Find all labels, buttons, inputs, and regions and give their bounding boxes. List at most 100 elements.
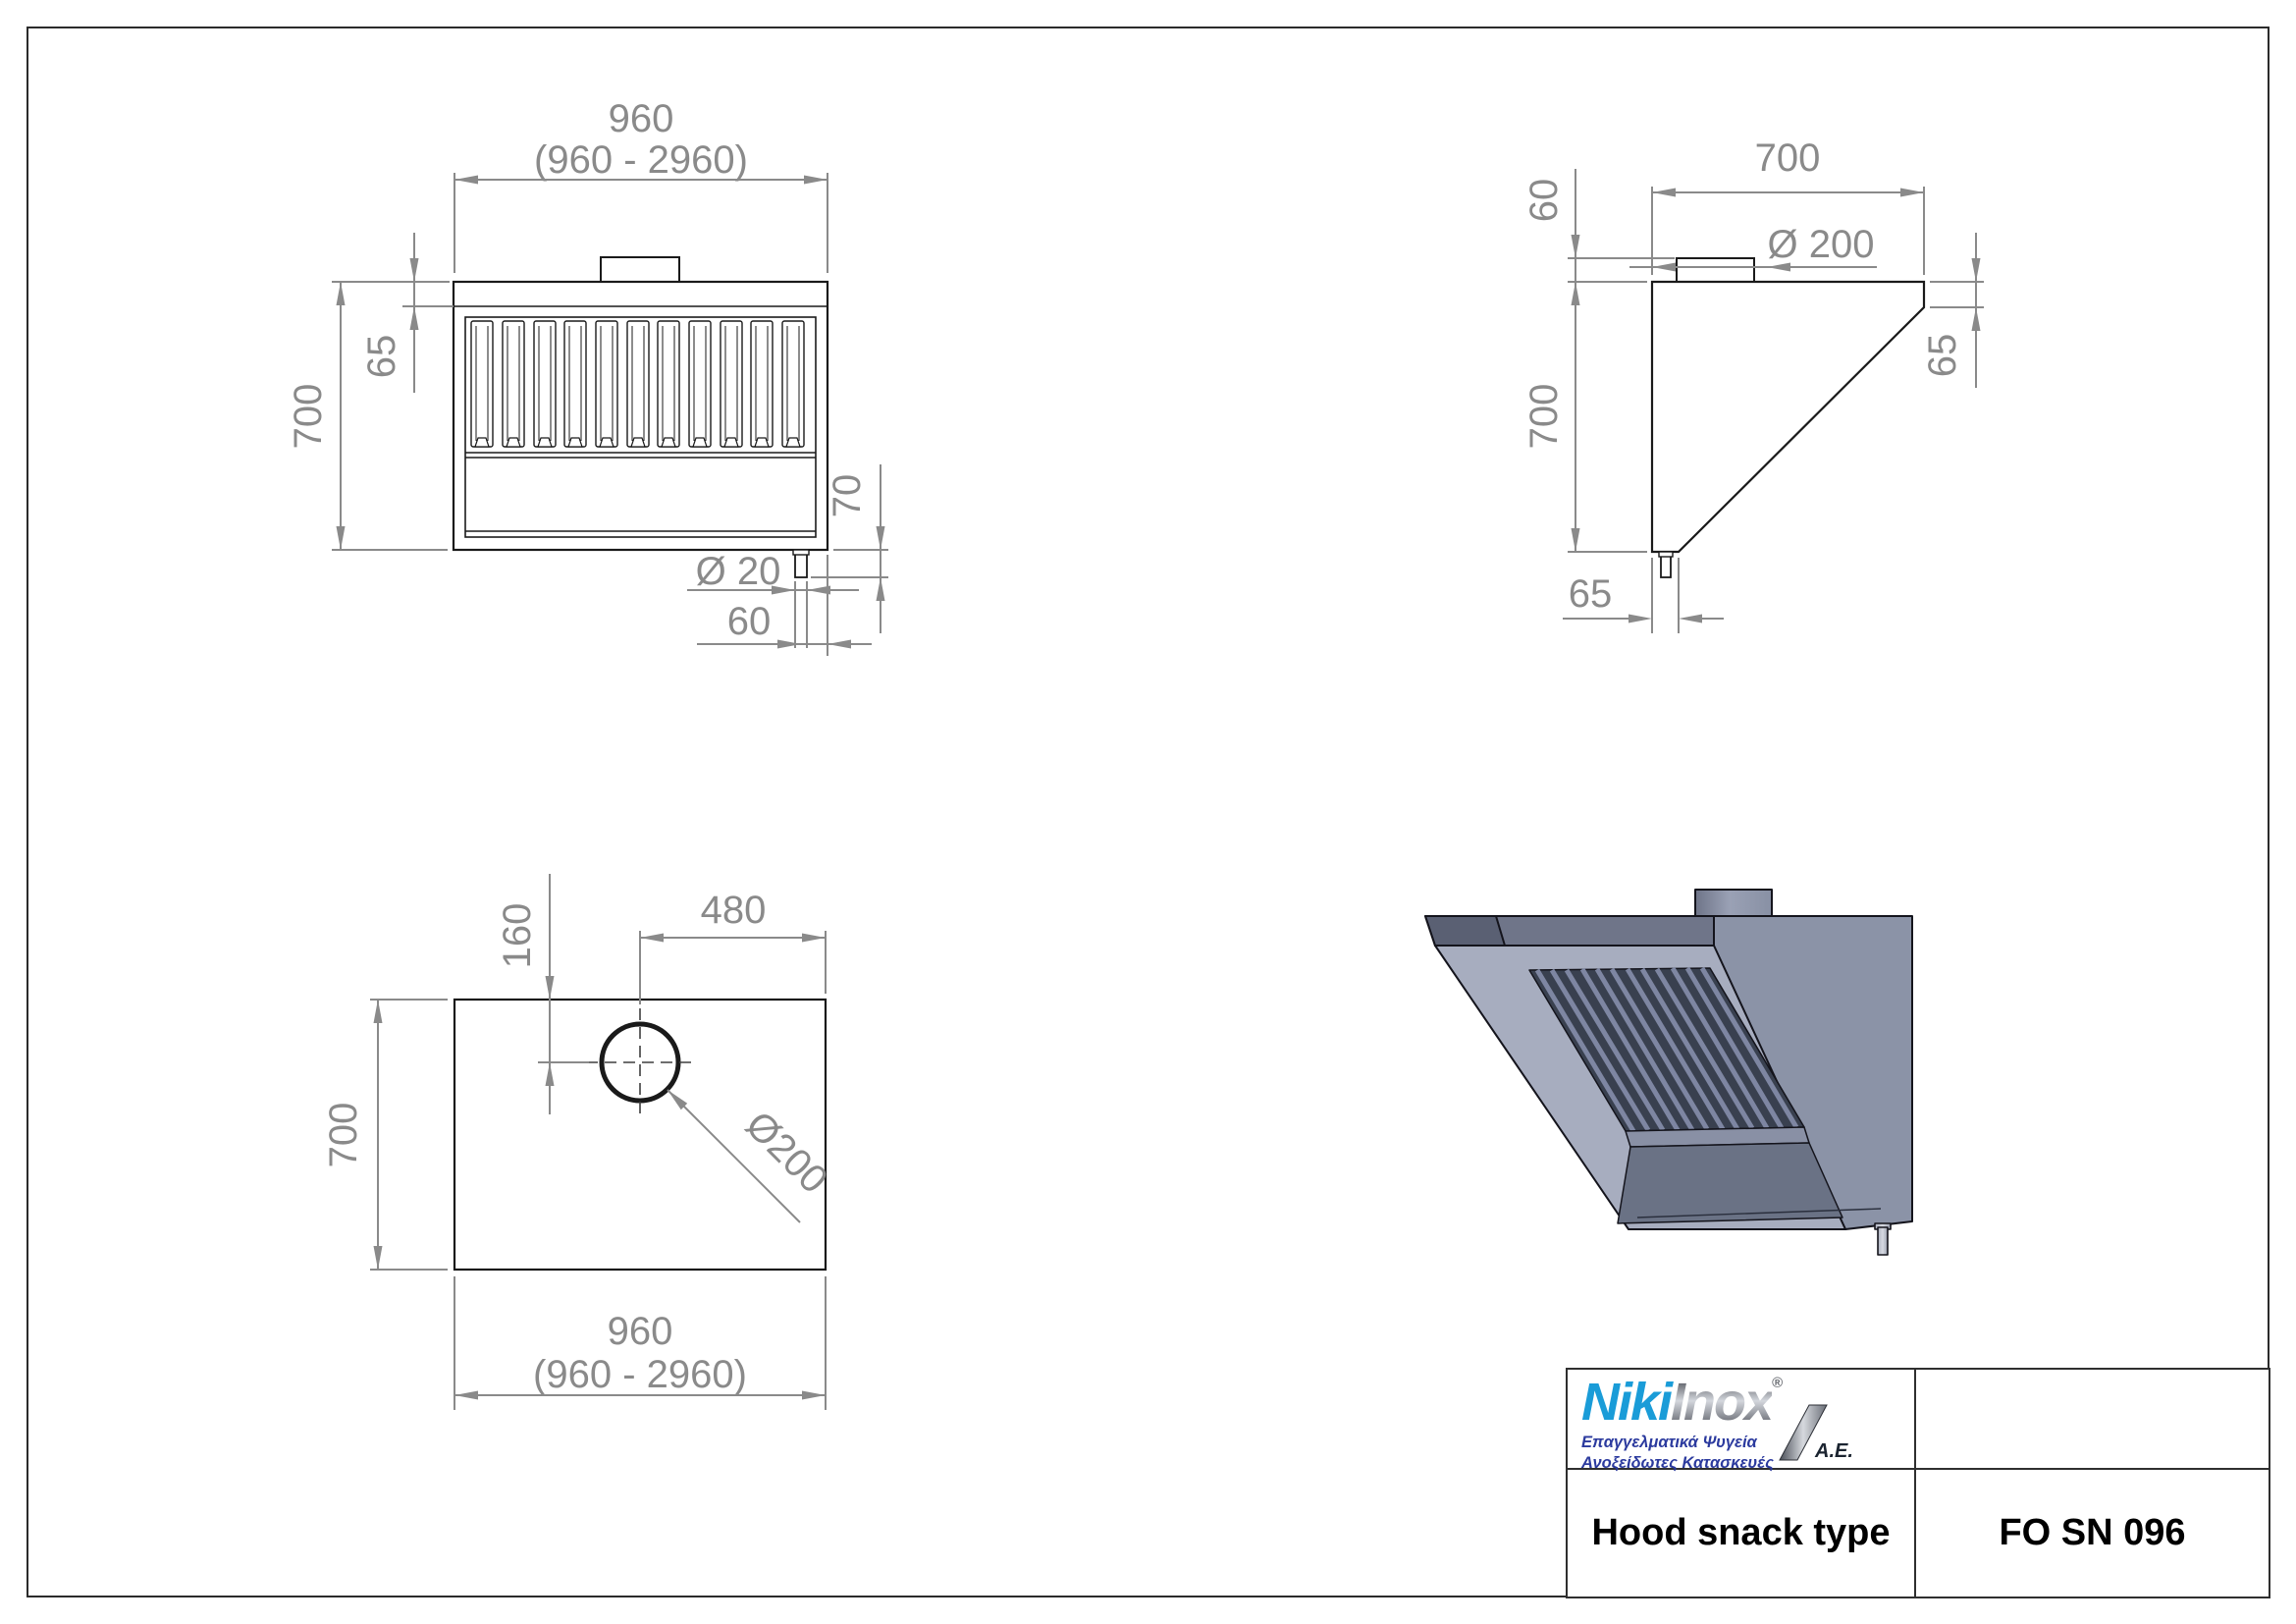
side-collar-diameter-dimension: Ø 200 — [1629, 223, 1877, 272]
side-bottom-flat-dim-label: 65 — [1569, 572, 1613, 616]
iso-filter-baffles — [1534, 966, 1799, 1133]
company-logo: NikiInox® — [1581, 1376, 1904, 1429]
front-filter-slats — [470, 320, 805, 448]
plan-view-geometry — [453, 998, 828, 1272]
dim-arrow — [336, 526, 346, 550]
dim-arrow — [1767, 262, 1790, 272]
iso-bottom-rim-line — [1636, 1208, 1882, 1218]
filter-slat — [533, 320, 557, 448]
side-front-edge-dim-label: 65 — [1921, 334, 1964, 378]
side-depth-dimension: 700 — [1651, 136, 1925, 275]
dim-arrow — [802, 1390, 826, 1400]
plan-hole-offset-x-dimension: 480 — [639, 889, 827, 1004]
dim-arrow — [1571, 282, 1580, 305]
title-block-empty-cell — [1916, 1370, 2269, 1470]
page-border — [27, 27, 2269, 1597]
side-view: 700 60 700 Ø 200 — [1522, 136, 1984, 633]
front-drain-length-dim-label: 70 — [826, 474, 869, 518]
plan-width-range-dim-label: (960 - 2960) — [533, 1353, 747, 1396]
plan-width-dim-label: 960 — [608, 1310, 673, 1353]
plan-depth-dimension: 700 — [322, 999, 448, 1271]
dim-arrow — [373, 1246, 383, 1270]
logo-wedge-icon — [1779, 1404, 1828, 1461]
front-band-dim-label: 65 — [360, 335, 403, 379]
side-bottom-flat-dimension: 65 — [1563, 558, 1724, 633]
dim-arrow — [1629, 614, 1652, 623]
title-block: NikiInox® Επαγγελματικά Ψυγεία Ανοξείδωτ… — [1566, 1368, 2270, 1598]
front-duct-collar — [600, 256, 680, 282]
dim-arrow — [828, 639, 851, 649]
side-collar-height-dim-label: 60 — [1522, 179, 1566, 223]
dim-arrow — [772, 585, 795, 595]
dim-arrow — [409, 306, 419, 330]
dim-arrow — [545, 976, 555, 1000]
iso-top-band-endcap — [1424, 915, 1506, 947]
filter-slat — [470, 320, 494, 448]
dim-arrow — [876, 577, 885, 601]
dim-arrow — [802, 933, 826, 943]
dim-arrow — [807, 585, 830, 595]
front-drain-offset-dim-label: 60 — [727, 600, 772, 643]
side-height-dim-label: 700 — [1522, 384, 1566, 450]
filter-slat — [750, 320, 774, 448]
title-block-code-cell: FO SN 096 — [1916, 1470, 2269, 1597]
front-drain-offset-dimension: 60 — [697, 555, 872, 656]
product-name: Hood snack type — [1591, 1512, 1891, 1553]
dim-arrow — [1571, 235, 1580, 258]
dim-arrow — [409, 258, 419, 282]
filter-slat — [657, 320, 680, 448]
plan-duct-hole — [599, 1021, 681, 1104]
logo-subtitle-line2: Ανοξείδωτες Κατασκευές — [1581, 1453, 1774, 1472]
iso-view — [1424, 889, 1913, 1256]
registered-trademark-icon: ® — [1772, 1375, 1784, 1391]
side-view-geometry — [1650, 257, 1926, 578]
filter-slat — [781, 320, 805, 448]
dim-arrow — [373, 1000, 383, 1023]
dim-arrow — [336, 282, 346, 305]
dim-arrow — [777, 639, 801, 649]
side-depth-dim-label: 700 — [1755, 136, 1821, 180]
logo-brand-secondary: Inox — [1671, 1373, 1774, 1432]
front-width-range-dim-label: (960 - 2960) — [534, 138, 748, 182]
side-collar-diameter-dim-label: Ø 200 — [1768, 223, 1875, 266]
side-collar-height-dimension: 60 700 — [1522, 169, 1675, 553]
front-filter-frame — [464, 316, 817, 538]
filter-slat — [626, 320, 650, 448]
logo-subtitle-line1: Επαγγελματικά Ψυγεία — [1581, 1434, 1757, 1451]
front-drain-diameter-dim-label: Ø 20 — [696, 550, 781, 593]
front-drain-diameter-dimension: Ø 20 — [687, 550, 859, 648]
filter-slat — [595, 320, 618, 448]
logo-company-suffix: A.E. — [1815, 1440, 1853, 1462]
dim-arrow — [876, 526, 885, 550]
iso-duct-collar — [1694, 889, 1773, 917]
filter-slat — [502, 320, 525, 448]
side-duct-collar — [1676, 257, 1755, 282]
filter-slat — [688, 320, 712, 448]
front-height-dim-label: 700 — [287, 384, 330, 450]
dim-arrow — [454, 1390, 478, 1400]
title-block-name-cell: Hood snack type — [1568, 1470, 1916, 1597]
front-height-dimension: 700 — [287, 281, 450, 551]
front-width-dim-label: 960 — [609, 97, 674, 140]
logo-subtitle: Επαγγελματικά Ψυγεία Ανοξείδωτες Κατασκε… — [1581, 1433, 1904, 1473]
iso-drain-pipe — [1877, 1226, 1889, 1256]
side-hood-profile — [1650, 280, 1926, 554]
dim-arrow — [1971, 307, 1981, 331]
dim-arrow — [1900, 188, 1924, 197]
front-width-dimension: 960 (960 - 2960) — [454, 97, 828, 273]
front-view: 960 (960 - 2960) 700 65 — [287, 97, 888, 656]
plan-hole-offset-y-dim-label: 160 — [496, 903, 539, 969]
dim-arrow — [1652, 262, 1676, 272]
side-front-edge-dimension: 65 — [1921, 233, 1984, 388]
dim-arrow — [545, 1062, 555, 1086]
plan-depth-dim-label: 700 — [322, 1103, 365, 1168]
side-drain-flange — [1658, 551, 1674, 558]
filter-slat — [563, 320, 587, 448]
plan-hole-offset-x-dim-label: 480 — [701, 889, 767, 932]
front-drain-length-dimension: 70 — [811, 464, 888, 633]
iso-lower-panel — [1617, 1142, 1843, 1224]
dim-arrow — [1971, 258, 1981, 282]
dim-arrow — [804, 175, 828, 185]
dim-arrow — [454, 175, 478, 185]
